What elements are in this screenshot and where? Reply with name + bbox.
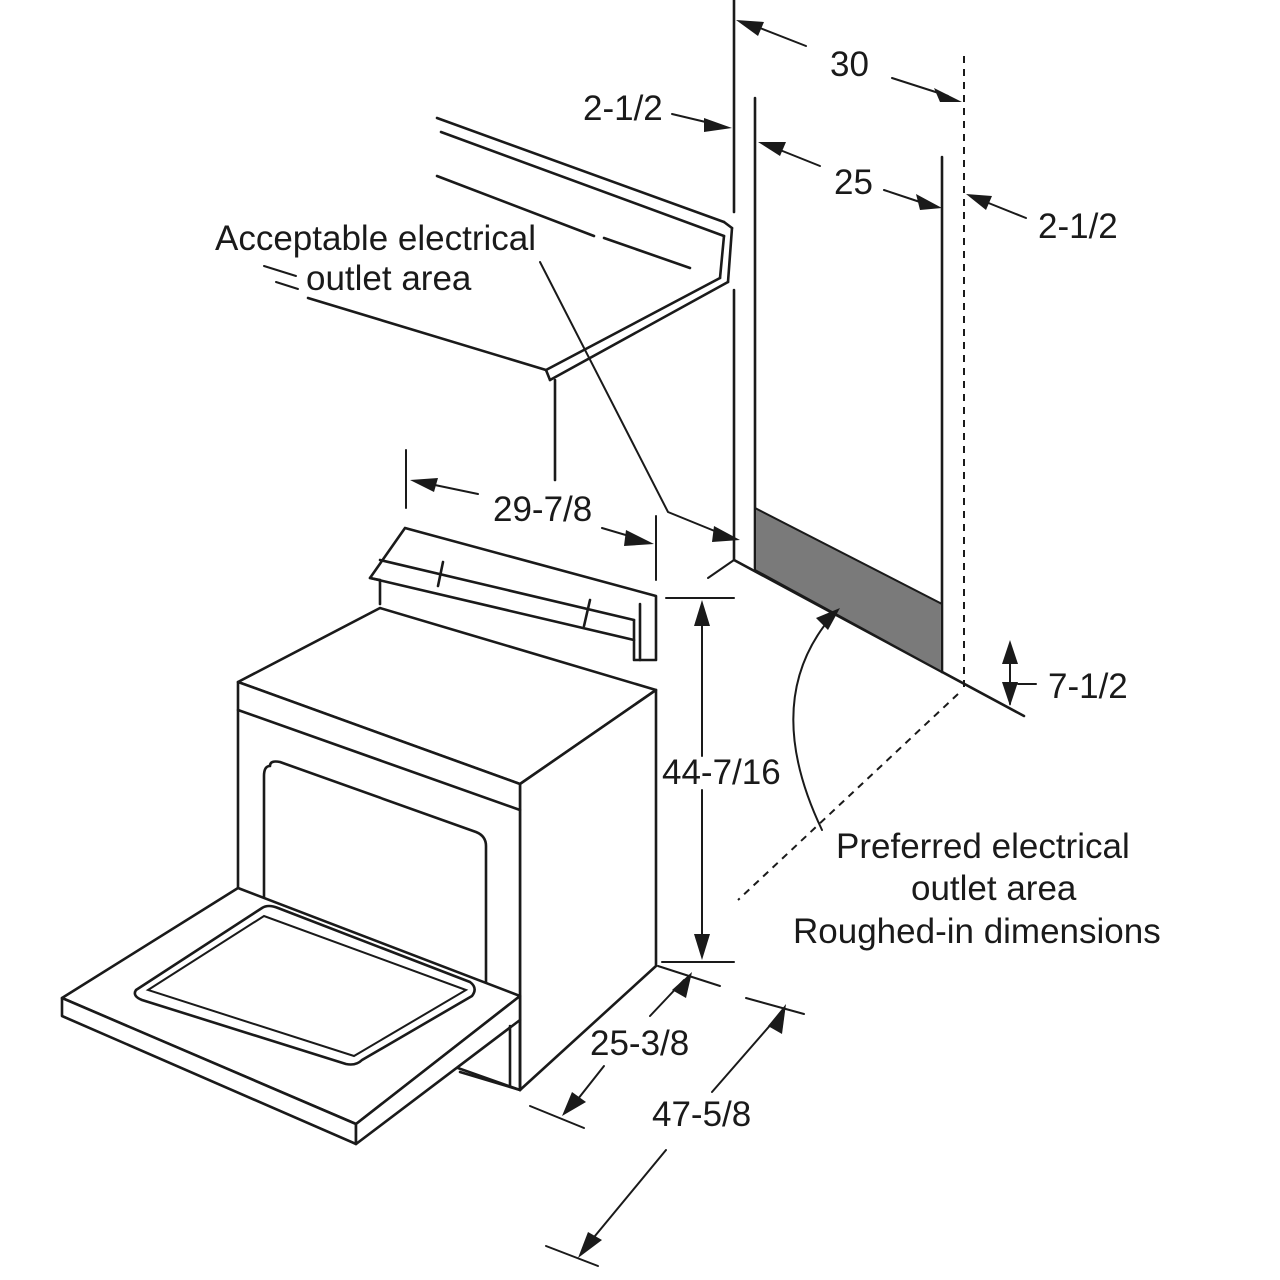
range-appliance (60, 526, 658, 1146)
acceptable-area-leader (539, 261, 740, 542)
overall-width-label: 30 (830, 45, 869, 84)
dimension-range-depth (529, 965, 721, 1129)
dimension-range-height (661, 597, 735, 963)
right-offset-label: 2-1/2 (1038, 207, 1118, 246)
acceptable-area-label-2: outlet area (306, 259, 472, 298)
dimension-25 (758, 142, 942, 210)
preferred-area-label-2: outlet area (911, 869, 1077, 908)
dimension-outlet-height (1002, 640, 1037, 706)
left-offset-label: 2-1/2 (583, 89, 663, 128)
labels: Acceptable electrical outlet area Prefer… (215, 45, 1161, 1134)
outlet-height-label: 7-1/2 (1048, 667, 1128, 706)
preferred-area-leader (792, 608, 840, 831)
dimension-30 (736, 20, 962, 102)
preferred-area-label-1: Preferred electrical (836, 827, 1130, 866)
dimension-right-offset (966, 194, 1027, 219)
preferred-outlet-area (754, 506, 943, 674)
acceptable-area-label-1: Acceptable electrical (215, 219, 536, 258)
range-width-label: 29-7/8 (493, 490, 592, 529)
range-height-label: 44-7/16 (662, 753, 781, 792)
dimension-range-width (405, 449, 657, 581)
overhead-countertop (263, 116, 734, 482)
dimension-left-offset (671, 113, 732, 132)
dimension-depth-door-open (545, 997, 805, 1267)
preferred-area-label-3: Roughed-in dimensions (793, 912, 1161, 951)
inner-width-label: 25 (834, 163, 873, 202)
depth-door-open-label: 47-5/8 (652, 1095, 751, 1134)
range-depth-label: 25-3/8 (590, 1024, 689, 1063)
